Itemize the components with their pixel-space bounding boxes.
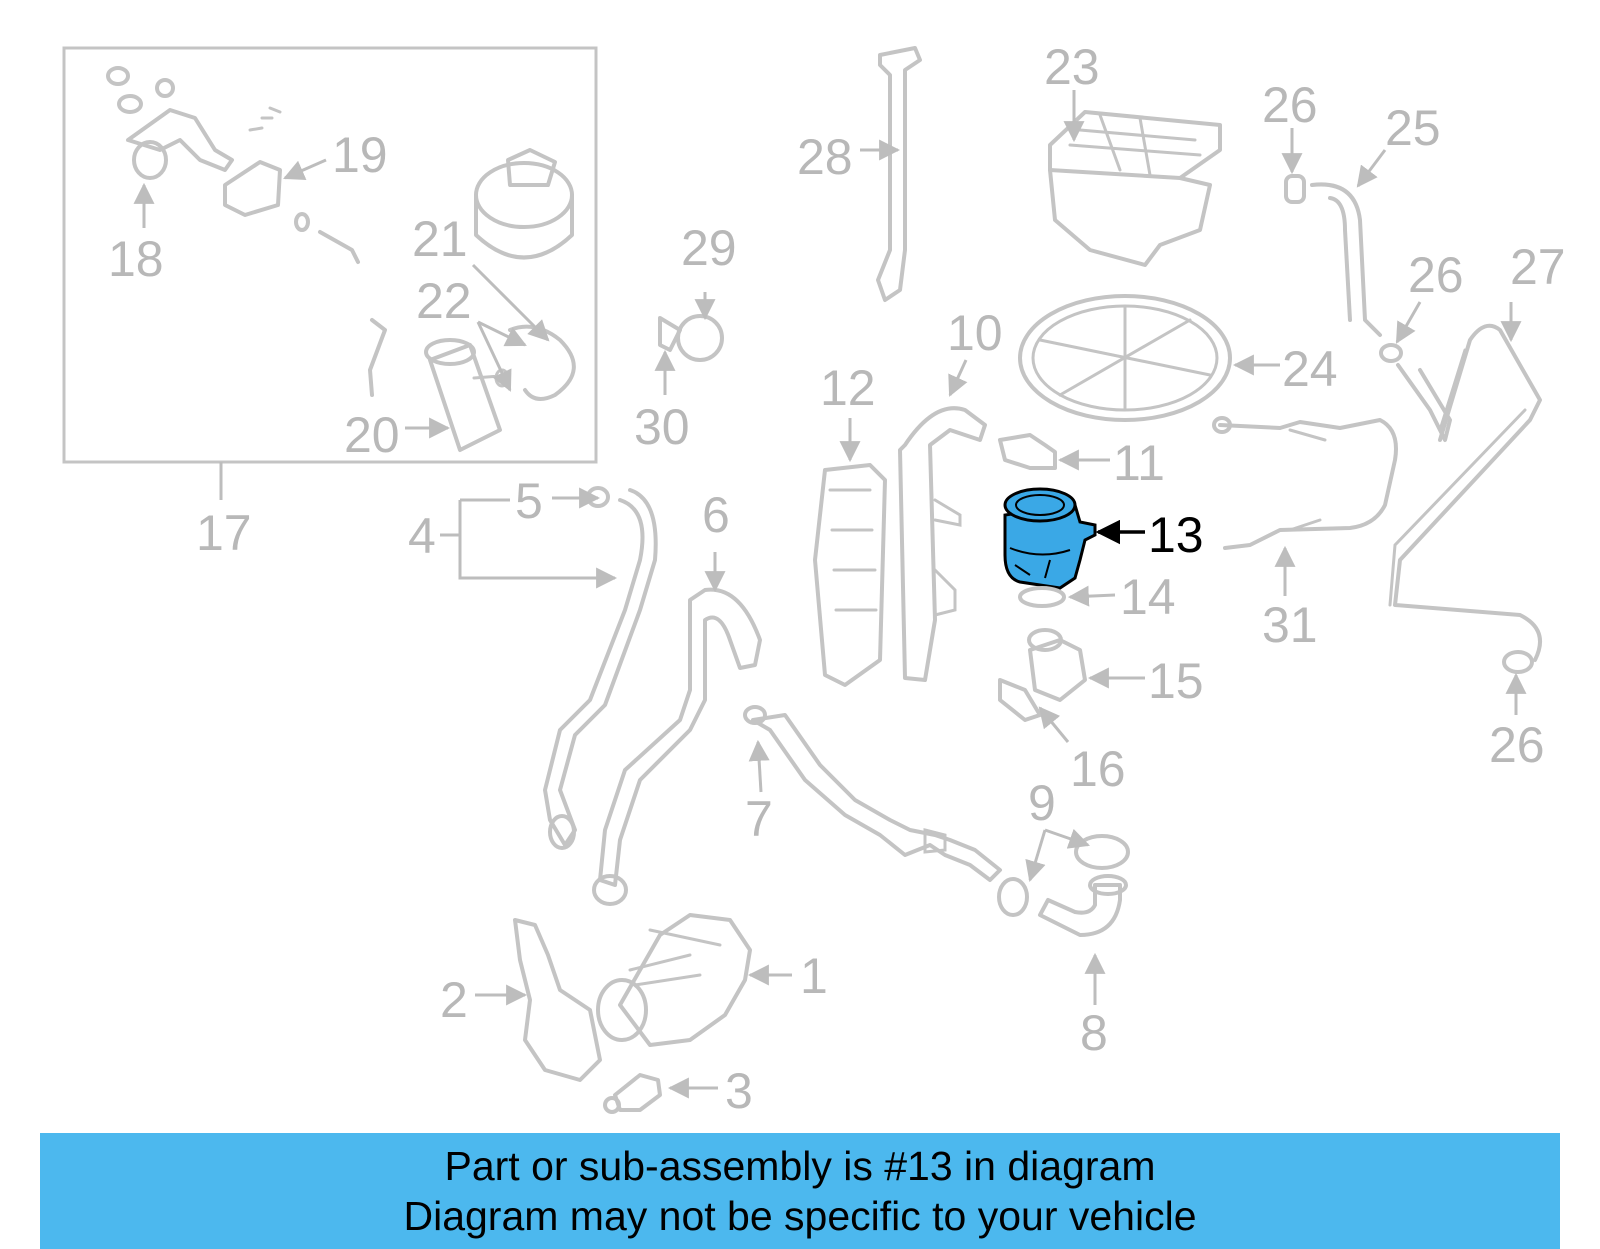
callout-23: 23 [1044,39,1100,95]
part-11-plug [998,433,1057,470]
part-6-hose [592,587,762,906]
part-16-plate [998,678,1042,722]
callout-27: 27 [1510,239,1566,295]
part-2-bracket [513,918,602,1082]
callout-10: 10 [947,305,1003,361]
callout-4: 4 [408,508,436,564]
callout-24: 24 [1282,341,1338,397]
part-18-bracket [106,66,234,180]
callout-26-top: 26 [1262,77,1318,133]
callout-1: 1 [800,948,828,1004]
callout-25: 25 [1385,100,1441,156]
callout-21: 21 [412,211,468,267]
part-14-gasket [1018,586,1066,608]
callout-14: 14 [1120,569,1176,625]
callout-19: 19 [332,127,388,183]
callout-20: 20 [344,407,400,463]
callout-9: 9 [1028,775,1056,831]
part-31-sensor-line [1212,416,1398,550]
callout-16: 16 [1070,741,1126,797]
inset-box-17 [62,46,598,500]
callout-26-bottom: 26 [1489,717,1545,773]
part-13-valve [1003,487,1097,590]
callout-13: 13 [1148,507,1204,563]
part-10-manifold [898,406,987,682]
callout-2: 2 [440,972,468,1028]
part-25-hose [1284,174,1452,442]
part-24-gasket [1018,294,1232,422]
part-23-filter-box [1048,110,1222,267]
callout-12: 12 [820,360,876,416]
callout-8: 8 [1080,1005,1108,1061]
part-29-cap [658,314,724,362]
part-8-elbow [1038,874,1128,937]
callout-28: 28 [797,129,853,185]
part-21-pump [474,148,576,401]
callout-labels: 17 18 19 21 22 20 28 29 30 23 26 25 26 2… [108,39,1566,1119]
part-28-tube [876,46,922,302]
callout-26-mid: 26 [1408,247,1464,303]
banner-disclaimer-line: Diagram may not be specific to your vehi… [403,1193,1197,1239]
callout-3: 3 [725,1063,753,1119]
part-12-gasket [813,463,887,687]
callout-30: 30 [634,399,690,455]
info-banner: Part or sub-assembly is #13 in diagram D… [40,1133,1560,1249]
part-4-hose [543,486,658,850]
part-1-air-pump [596,913,752,1047]
banner-part-line: Part or sub-assembly is #13 in diagram [444,1143,1156,1189]
part-27-pipe [1388,323,1542,674]
part-19-sensor [223,106,360,264]
callout-18: 18 [108,231,164,287]
callout-22: 22 [416,273,472,329]
callout-17: 17 [196,505,252,561]
leader-lines [133,90,1527,1099]
part-9-clamp [997,834,1130,917]
part-15-flange [1027,628,1087,702]
callout-5: 5 [515,473,543,529]
callout-7: 7 [745,791,773,847]
part-3-sensor [603,1073,662,1114]
callout-15: 15 [1148,653,1204,709]
callout-31: 31 [1262,597,1318,653]
part-7-hose [743,705,1002,882]
callout-11: 11 [1113,435,1165,491]
callout-6: 6 [702,487,730,543]
callout-29: 29 [681,220,737,276]
